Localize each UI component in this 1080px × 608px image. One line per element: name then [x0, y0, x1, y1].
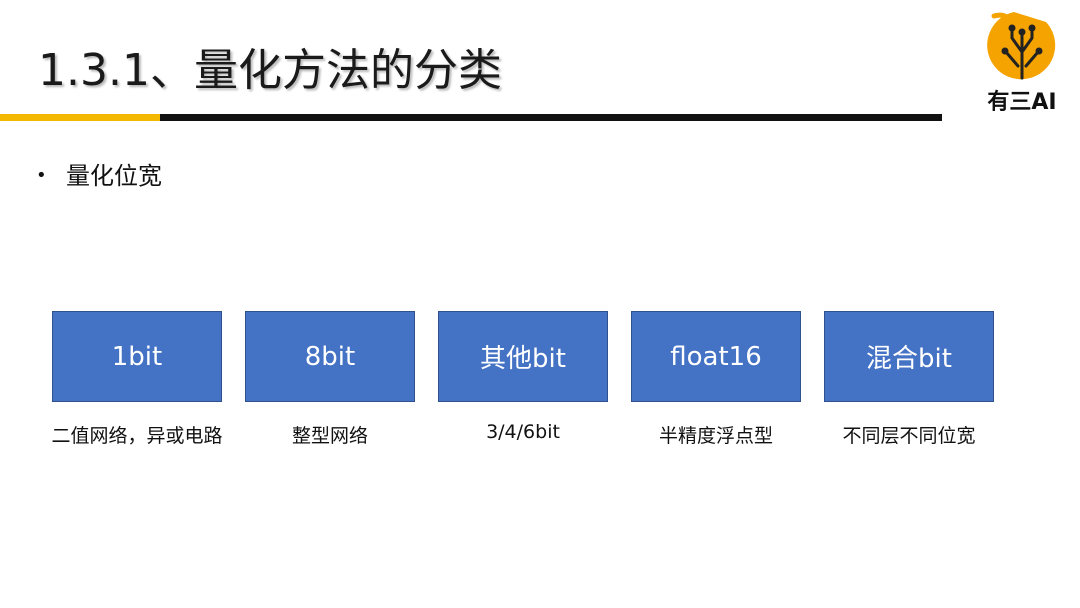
caption-1bit: 二值网络，异或电路: [51, 425, 223, 447]
bullet-text: 量化位宽: [66, 162, 162, 190]
category-box-float16: float16: [631, 311, 801, 402]
title-rule: [160, 114, 942, 121]
bullet-dot-icon: •: [36, 165, 47, 186]
category-box-mixed-bit: 混合bit: [824, 311, 994, 402]
category-box-other-bit: 其他bit: [438, 311, 608, 402]
title-accent-rule: [0, 114, 160, 121]
logo-mark-icon: [987, 12, 1056, 80]
caption-other-bit: 3/4/6bit: [486, 421, 560, 443]
category-box-8bit: 8bit: [245, 311, 415, 402]
logo: 有三AI: [984, 8, 1060, 115]
caption-float16: 半精度浮点型: [658, 425, 773, 447]
caption-mixed-bit: 不同层不同位宽: [842, 425, 976, 447]
caption-8bit: 整型网络: [291, 425, 368, 447]
logo-text: 有三AI: [987, 90, 1057, 115]
bullet-item: • 量化位宽: [36, 156, 162, 191]
category-box-1bit: 1bit: [52, 311, 222, 402]
slide-title: 1.3.1、量化方法的分类: [38, 45, 502, 96]
